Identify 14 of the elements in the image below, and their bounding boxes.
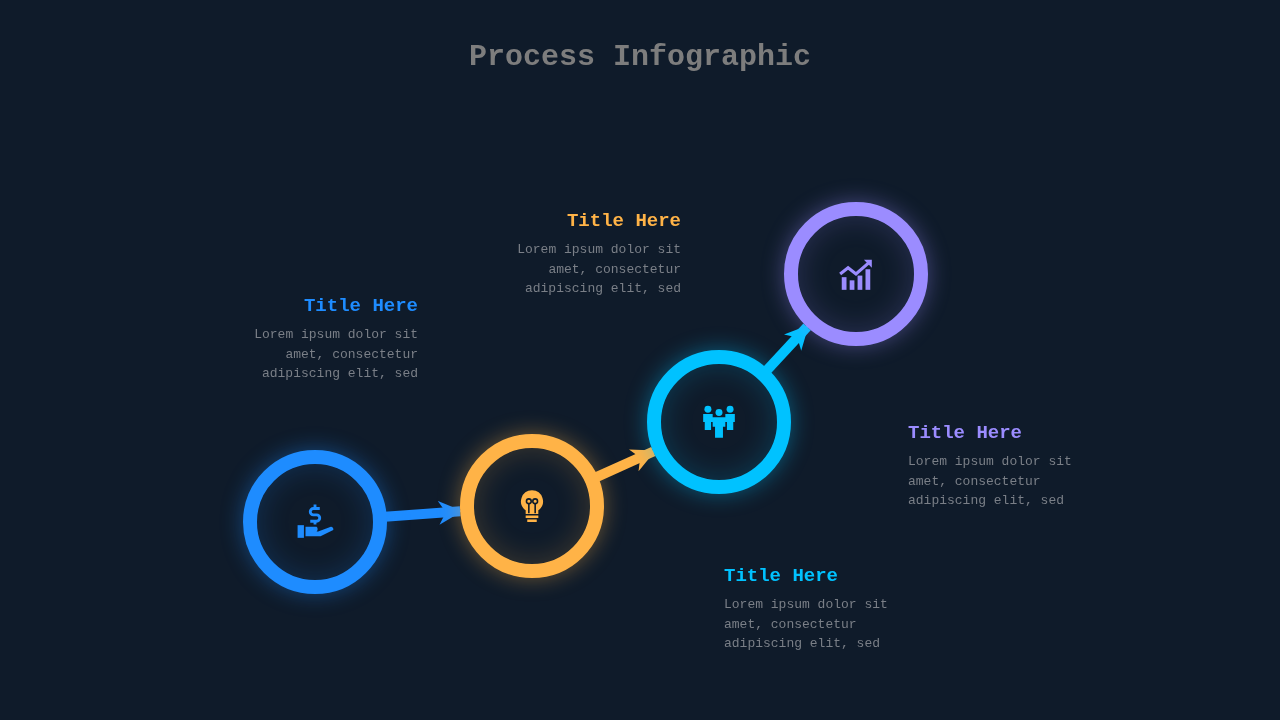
step-title: Title Here xyxy=(302,295,418,317)
ring-circle xyxy=(243,450,387,594)
connector-arrow xyxy=(762,323,811,375)
step-description: Lorem ipsum dolor sit amet, consectetur adipiscing elit, sed xyxy=(908,453,1073,510)
step-description: Lorem ipsum dolor sit amet, consectetur adipiscing elit, sed xyxy=(724,596,889,653)
step-description: Lorem ipsum dolor sit amet, consectetur adipiscing elit, sed xyxy=(516,241,681,298)
step-title: Title Here xyxy=(908,422,1024,444)
step-description: Lorem ipsum dolor sit amet, consectetur adipiscing elit, sed xyxy=(253,326,418,383)
diagram-title: Process Infographic xyxy=(467,40,813,74)
ring-circle xyxy=(784,202,928,346)
ring-circle xyxy=(460,434,604,578)
step-title: Title Here xyxy=(724,565,840,587)
step-title: Title Here xyxy=(565,210,681,232)
ring-circle xyxy=(647,350,791,494)
